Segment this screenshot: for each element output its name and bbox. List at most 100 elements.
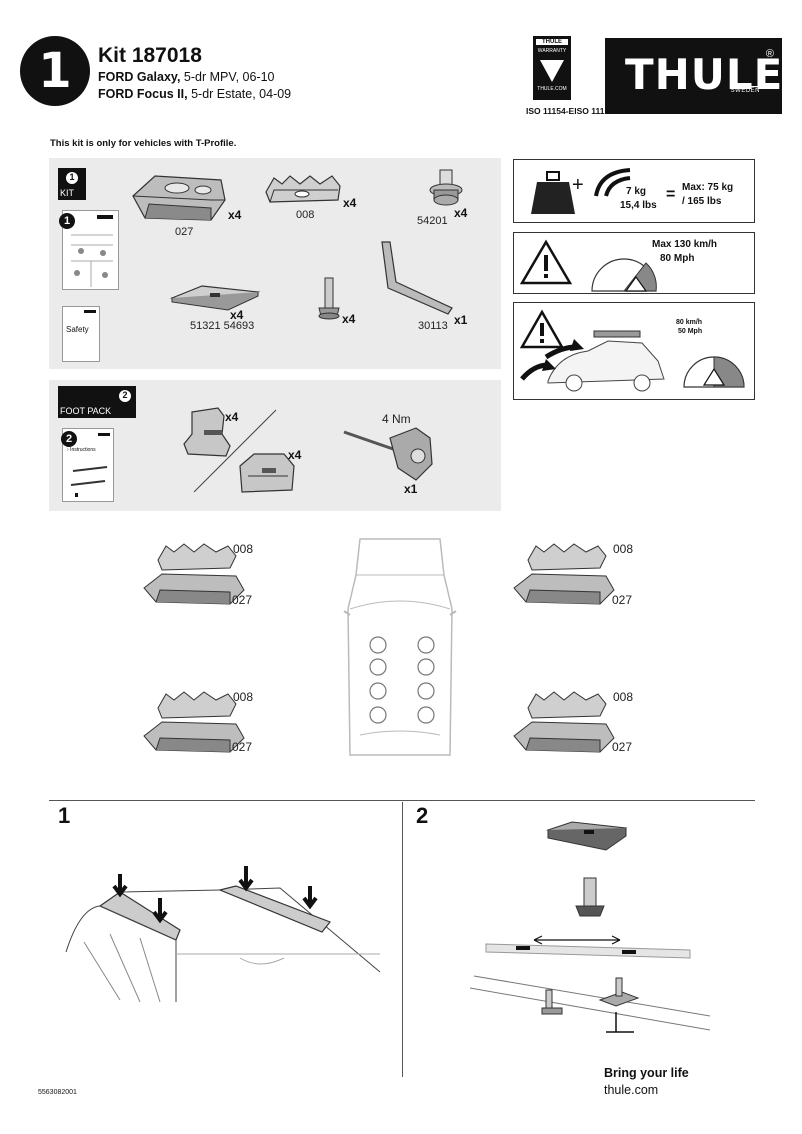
step-2-number: 2 [416,803,429,828]
part-qty: x4 [342,312,356,326]
torque-tool-icon [343,427,433,481]
roof-bar-icon [594,168,631,197]
part-code: 54201 [417,215,448,227]
booklet-number: 1 [59,213,75,229]
plus-sign: + [572,174,584,196]
vehicle-model: FORD Galaxy, [98,70,181,84]
placement-lower-label: 027 [232,740,253,754]
part-54201-knob-icon [429,169,463,206]
foot-tab-number: 2 [118,389,132,403]
kit-tab: 1 KIT [58,168,86,200]
brand-website: thule.com [604,1083,659,1097]
max-speed-kmh: Max 130 km/h [652,239,718,250]
part-qty: x1 [454,313,468,327]
warranty-text: WARRANTY [537,48,567,54]
placement-upper-label: 008 [613,542,634,556]
part-code: 30113 [418,320,448,332]
load-warning-box: + 7 kg 15,4 lbs = Max: 75 kg / 165 lbs [513,159,755,223]
placement-lower-label: 027 [612,593,633,607]
step-number-circle: 1 [20,36,90,106]
kit-tab-number: 1 [65,171,79,185]
speed-warning-box: Max 130 km/h 80 Mph [513,232,755,294]
foot-assembly-rear-left-icon [143,691,245,753]
car-top-view-icon [343,538,457,756]
brand-name: THULE [625,50,784,99]
max-load-lbs: / 165 lbs [682,196,722,207]
foot-tab-label: FOOT PACK [60,406,112,416]
safety-label: Safety [66,325,89,334]
placement-lower-label: 027 [232,593,253,607]
vehicle-model: FORD Focus II, [98,87,188,101]
booklet-logo-mark [98,433,110,436]
warranty-badge: THULE WARRANTY THULE.COM [533,36,571,100]
steps-divider [49,800,755,801]
part-51321-plate-icon [169,285,261,311]
max-speed-mph: 80 Mph [660,253,695,264]
foot-booklet-number: 2 [61,431,77,447]
vehicle-line-2: FORD Focus II, 5-dr Estate, 04-09 [98,87,291,101]
torque-value: 4 Nm [382,412,411,426]
accessory-weight-kg: 7 kg [626,186,647,197]
step-1-roof-rail-illustration [65,866,381,1002]
foot-instruction-booklet-icon: 2 › Instructions [61,428,114,502]
vehicle-detail: 5-dr Estate, 04-09 [191,87,292,101]
part-008-rubber-pad-icon [265,175,341,203]
safety-booklet-icon: Safety [62,306,100,362]
wind-speed-kmh: 80 km/h [676,319,703,326]
placement-upper-label: 008 [233,690,254,704]
speedometer-icon [591,258,657,292]
registered-mark: ® [765,48,774,60]
foot-assembly-front-left-icon [143,543,245,605]
steps-column-divider [402,802,403,1077]
equals-sign: = [666,186,676,203]
thule-logo: THULE ® SWEDEN [605,38,782,114]
placement-lower-label: 027 [612,740,633,754]
foot-pack-tab: 2 FOOT PACK [58,386,136,418]
warranty-url: THULE.COM [537,86,567,92]
foot-a-icon [183,407,231,457]
foot-booklet-text: › Instructions [67,447,96,453]
part-code: 51321 54693 [190,320,255,332]
car-crosswind-icon [520,330,665,392]
warranty-triangle-icon [540,60,564,82]
part-qty: x4 [343,196,357,210]
kit-title: Kit 187018 [98,44,202,67]
accessory-weight-lbs: 15,4 lbs [620,200,657,211]
brand-country: SWEDEN [730,86,760,94]
max-load-kg: Max: 75 kg [682,182,734,193]
part-qty: x4 [230,308,244,322]
booklet-logo-mark [84,310,96,313]
wind-speed-mph: 50 Mph [678,328,703,335]
crosswind-warning-box: 80 km/h 50 Mph [513,302,755,400]
part-30113-allen-key-icon [381,241,453,315]
step-1-number: 1 [58,803,71,828]
bolt-icon [318,277,340,320]
foot-assembly-rear-right-icon [513,691,615,753]
vehicle-detail: 5-dr MPV, 06-10 [183,70,275,84]
foot-a-qty: x4 [225,410,239,424]
t-profile-notice: This kit is only for vehicles with T-Pro… [50,138,237,149]
iso-standard: ISO 11154-EISO 111 [526,106,605,116]
weight-icon [531,171,575,214]
foot-b-icon [239,453,295,493]
kit-tab-label: KIT [60,188,75,198]
roof-bar-sketch-icon [70,466,108,497]
part-code: 008 [296,209,315,221]
instruction-booklet-icon: 1 [59,210,119,290]
placement-upper-label: 008 [233,542,254,556]
document-number: 5563082001 [38,1089,77,1096]
step-2-t-track-illustration [470,821,710,1033]
part-code: 027 [175,226,194,238]
placement-upper-label: 008 [613,690,634,704]
warning-triangle-icon [520,239,572,285]
part-qty: x4 [228,208,242,222]
speedometer-icon [683,356,745,388]
foot-b-qty: x4 [288,448,302,462]
warranty-brand: THULE [536,39,568,45]
warning-triangle-icon [520,309,564,349]
part-027-pad-icon [132,175,226,221]
separator-line-icon [193,409,277,493]
brand-tagline: Bring your life [604,1066,689,1080]
vehicle-line-1: FORD Galaxy, 5-dr MPV, 06-10 [98,70,274,84]
foot-assembly-front-right-icon [513,543,615,605]
